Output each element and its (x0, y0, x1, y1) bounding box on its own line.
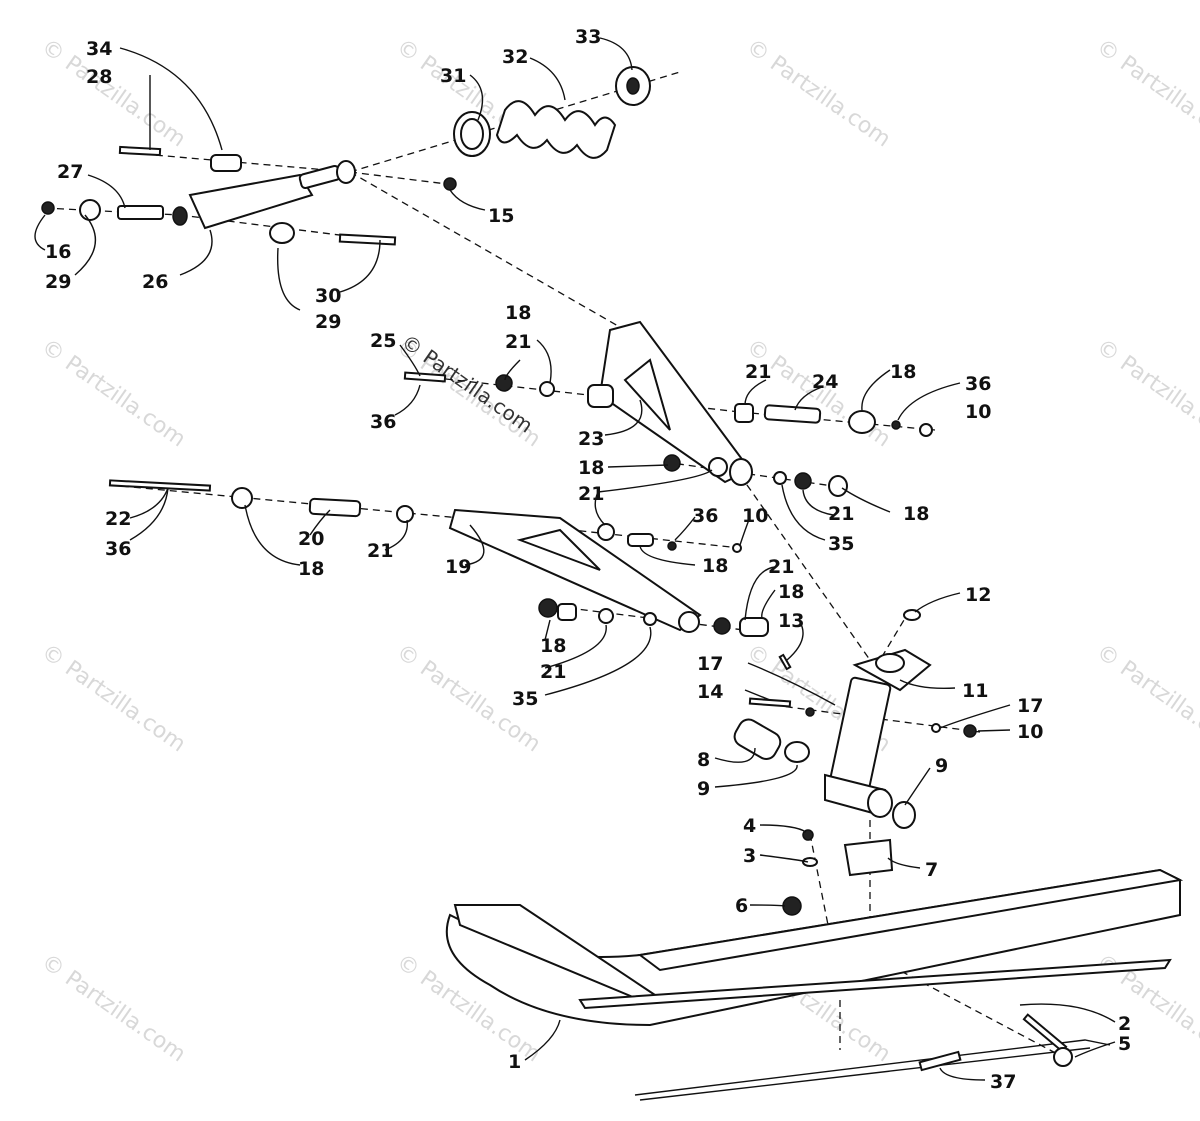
callout-19: 19 (445, 556, 471, 578)
shock-absorber (41, 66, 651, 246)
callout-3: 3 (743, 845, 756, 867)
callout-18f: 18 (702, 555, 728, 577)
callout-22: 22 (105, 508, 131, 530)
watermark: © Partzilla.com (37, 334, 190, 452)
callout-18c: 18 (578, 457, 604, 479)
callout-11: 11 (962, 680, 988, 702)
callout-36d: 36 (692, 505, 718, 527)
callout-18g: 18 (778, 581, 804, 603)
callout-17b: 17 (1017, 695, 1043, 717)
callout-20: 20 (298, 528, 324, 550)
callout-21b: 21 (745, 361, 771, 383)
callout-32: 32 (502, 46, 528, 68)
callout-1: 1 (508, 1051, 521, 1073)
callout-13: 13 (778, 610, 804, 632)
callout-29: 29 (45, 271, 71, 293)
watermark: © Partzilla.com (742, 334, 895, 452)
callout-18: 18 (505, 302, 531, 324)
watermark: © Partzilla.com (1092, 639, 1200, 757)
callout-10b: 10 (742, 505, 768, 527)
callout-12: 12 (965, 584, 991, 606)
callout-36c: 36 (105, 538, 131, 560)
callout-layer: 34 28 31 32 33 27 15 16 29 26 30 29 18 2… (45, 26, 1131, 1093)
callout-18d: 18 (903, 503, 929, 525)
callout-21: 21 (505, 331, 531, 353)
watermark: © Partzilla.com (1092, 334, 1200, 452)
callout-21e: 21 (367, 540, 393, 562)
callout-17: 17 (697, 653, 723, 675)
callout-29b: 29 (315, 311, 341, 333)
callout-9: 9 (697, 778, 710, 800)
watermark: © Partzilla.com (37, 949, 190, 1067)
callout-14: 14 (697, 681, 723, 703)
callout-24: 24 (812, 371, 838, 393)
callout-18b: 18 (890, 361, 916, 383)
ski (445, 868, 1184, 1101)
callout-21f: 21 (768, 556, 794, 578)
watermark: © Partzilla.com (742, 34, 895, 152)
callout-18e: 18 (298, 558, 324, 580)
callout-15: 15 (488, 205, 514, 227)
callout-5: 5 (1118, 1033, 1131, 1055)
callout-33: 33 (575, 26, 601, 48)
callout-27: 27 (57, 161, 83, 183)
watermark: © Partzilla.com (37, 639, 190, 757)
callout-4: 4 (743, 815, 756, 837)
callout-37: 37 (990, 1071, 1016, 1093)
upper-arm (403, 320, 933, 497)
callout-30: 30 (315, 285, 341, 307)
callout-10c: 10 (1017, 721, 1043, 743)
spindle (733, 609, 977, 916)
callout-34: 34 (86, 38, 112, 60)
callout-7: 7 (925, 859, 938, 881)
callout-36b: 36 (965, 373, 991, 395)
callout-10: 10 (965, 401, 991, 423)
callout-36: 36 (370, 411, 396, 433)
callout-23: 23 (578, 428, 604, 450)
watermark: © Partzilla.com (37, 34, 190, 152)
callout-21d: 21 (828, 503, 854, 525)
watermark: © Partzilla.com (1092, 34, 1200, 152)
callout-6: 6 (735, 895, 748, 917)
lower-arm (108, 479, 769, 637)
callout-8: 8 (697, 749, 710, 771)
callout-21g: 21 (540, 661, 566, 683)
callout-35: 35 (828, 533, 854, 555)
callout-18h: 18 (540, 635, 566, 657)
callout-2: 2 (1118, 1013, 1131, 1035)
leader-lines (34, 37, 1116, 1081)
callout-25: 25 (370, 330, 396, 352)
callout-28: 28 (86, 66, 112, 88)
callout-35b: 35 (512, 688, 538, 710)
callout-26: 26 (142, 271, 168, 293)
callout-31: 31 (440, 65, 466, 87)
callout-9b: 9 (935, 755, 948, 777)
callout-16: 16 (45, 241, 71, 263)
callout-21c: 21 (578, 483, 604, 505)
